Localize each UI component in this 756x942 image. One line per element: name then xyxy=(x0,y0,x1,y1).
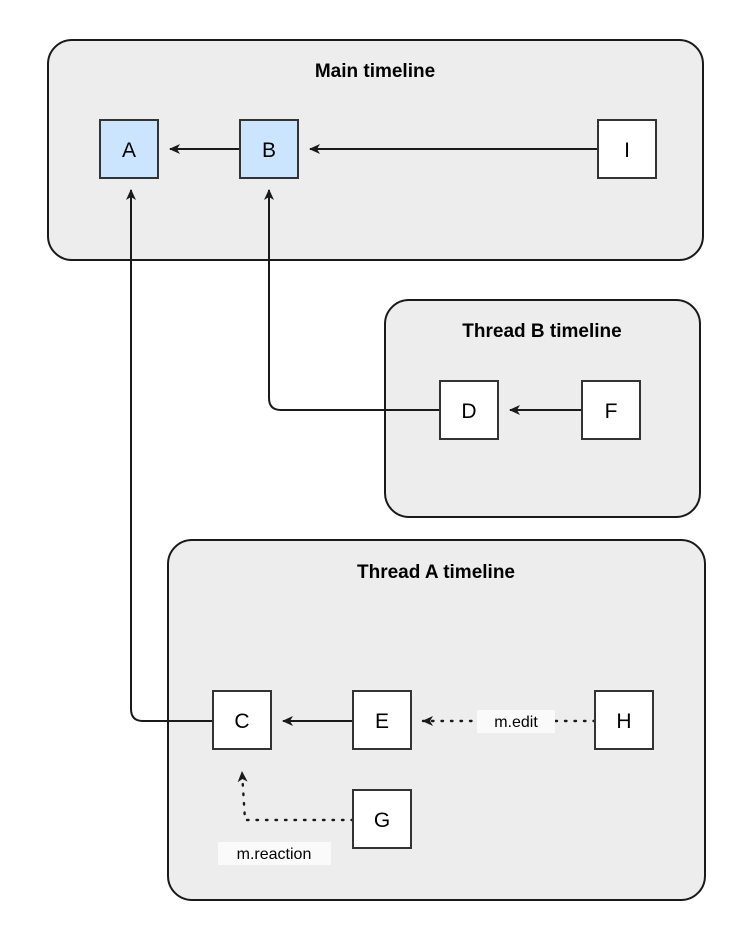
node-c-label: C xyxy=(234,710,249,733)
node-a[interactable]: A xyxy=(99,119,159,179)
node-g-box xyxy=(352,789,412,849)
node-f[interactable]: F xyxy=(581,380,641,440)
edge-h-to-e-label-bg xyxy=(477,710,555,733)
edge-g-to-c-label: m.reaction xyxy=(237,846,312,863)
edge-h-to-e-label: m.edit xyxy=(494,714,538,731)
node-f-label: F xyxy=(605,400,618,423)
edge-h-to-e[interactable]: m.edit xyxy=(421,710,597,733)
node-i-box xyxy=(597,119,657,179)
node-e-label: E xyxy=(375,710,389,733)
node-h-box xyxy=(594,690,654,750)
node-e-box xyxy=(352,690,412,750)
group-thread-b-timeline-box xyxy=(384,299,701,518)
edge-g-to-c[interactable]: m.reaction xyxy=(218,770,355,865)
node-i[interactable]: I xyxy=(597,119,657,179)
node-d-box xyxy=(439,380,499,440)
node-g-label: G xyxy=(374,809,390,832)
node-h-label: H xyxy=(616,710,631,733)
node-d[interactable]: D xyxy=(439,380,499,440)
node-d-label: D xyxy=(461,400,476,423)
node-g[interactable]: G xyxy=(352,789,412,849)
node-i-label: I xyxy=(624,139,630,162)
group-thread-a-timeline[interactable]: Thread A timeline xyxy=(167,539,706,901)
edge-g-to-c-label-bg xyxy=(218,842,331,865)
node-a-box xyxy=(99,119,159,179)
edge-d-to-b-path xyxy=(264,189,440,411)
edge-c-to-a[interactable] xyxy=(126,189,213,722)
group-thread-b-timeline[interactable]: Thread B timeline xyxy=(384,299,701,518)
group-main-timeline-title: Main timeline xyxy=(315,61,435,82)
edge-c-to-a-path xyxy=(126,189,213,722)
node-e[interactable]: E xyxy=(352,690,412,750)
node-c[interactable]: C xyxy=(212,690,272,750)
node-b[interactable]: B xyxy=(239,119,299,179)
group-thread-a-timeline-title: Thread A timeline xyxy=(357,562,515,583)
node-b-label: B xyxy=(262,139,276,162)
node-b-box xyxy=(239,119,299,179)
group-thread-b-timeline-title: Thread B timeline xyxy=(462,321,621,342)
node-c-box xyxy=(212,690,272,750)
node-a-label: A xyxy=(122,139,136,162)
node-h[interactable]: H xyxy=(594,690,654,750)
node-f-box xyxy=(581,380,641,440)
edge-d-to-b[interactable] xyxy=(264,189,440,411)
